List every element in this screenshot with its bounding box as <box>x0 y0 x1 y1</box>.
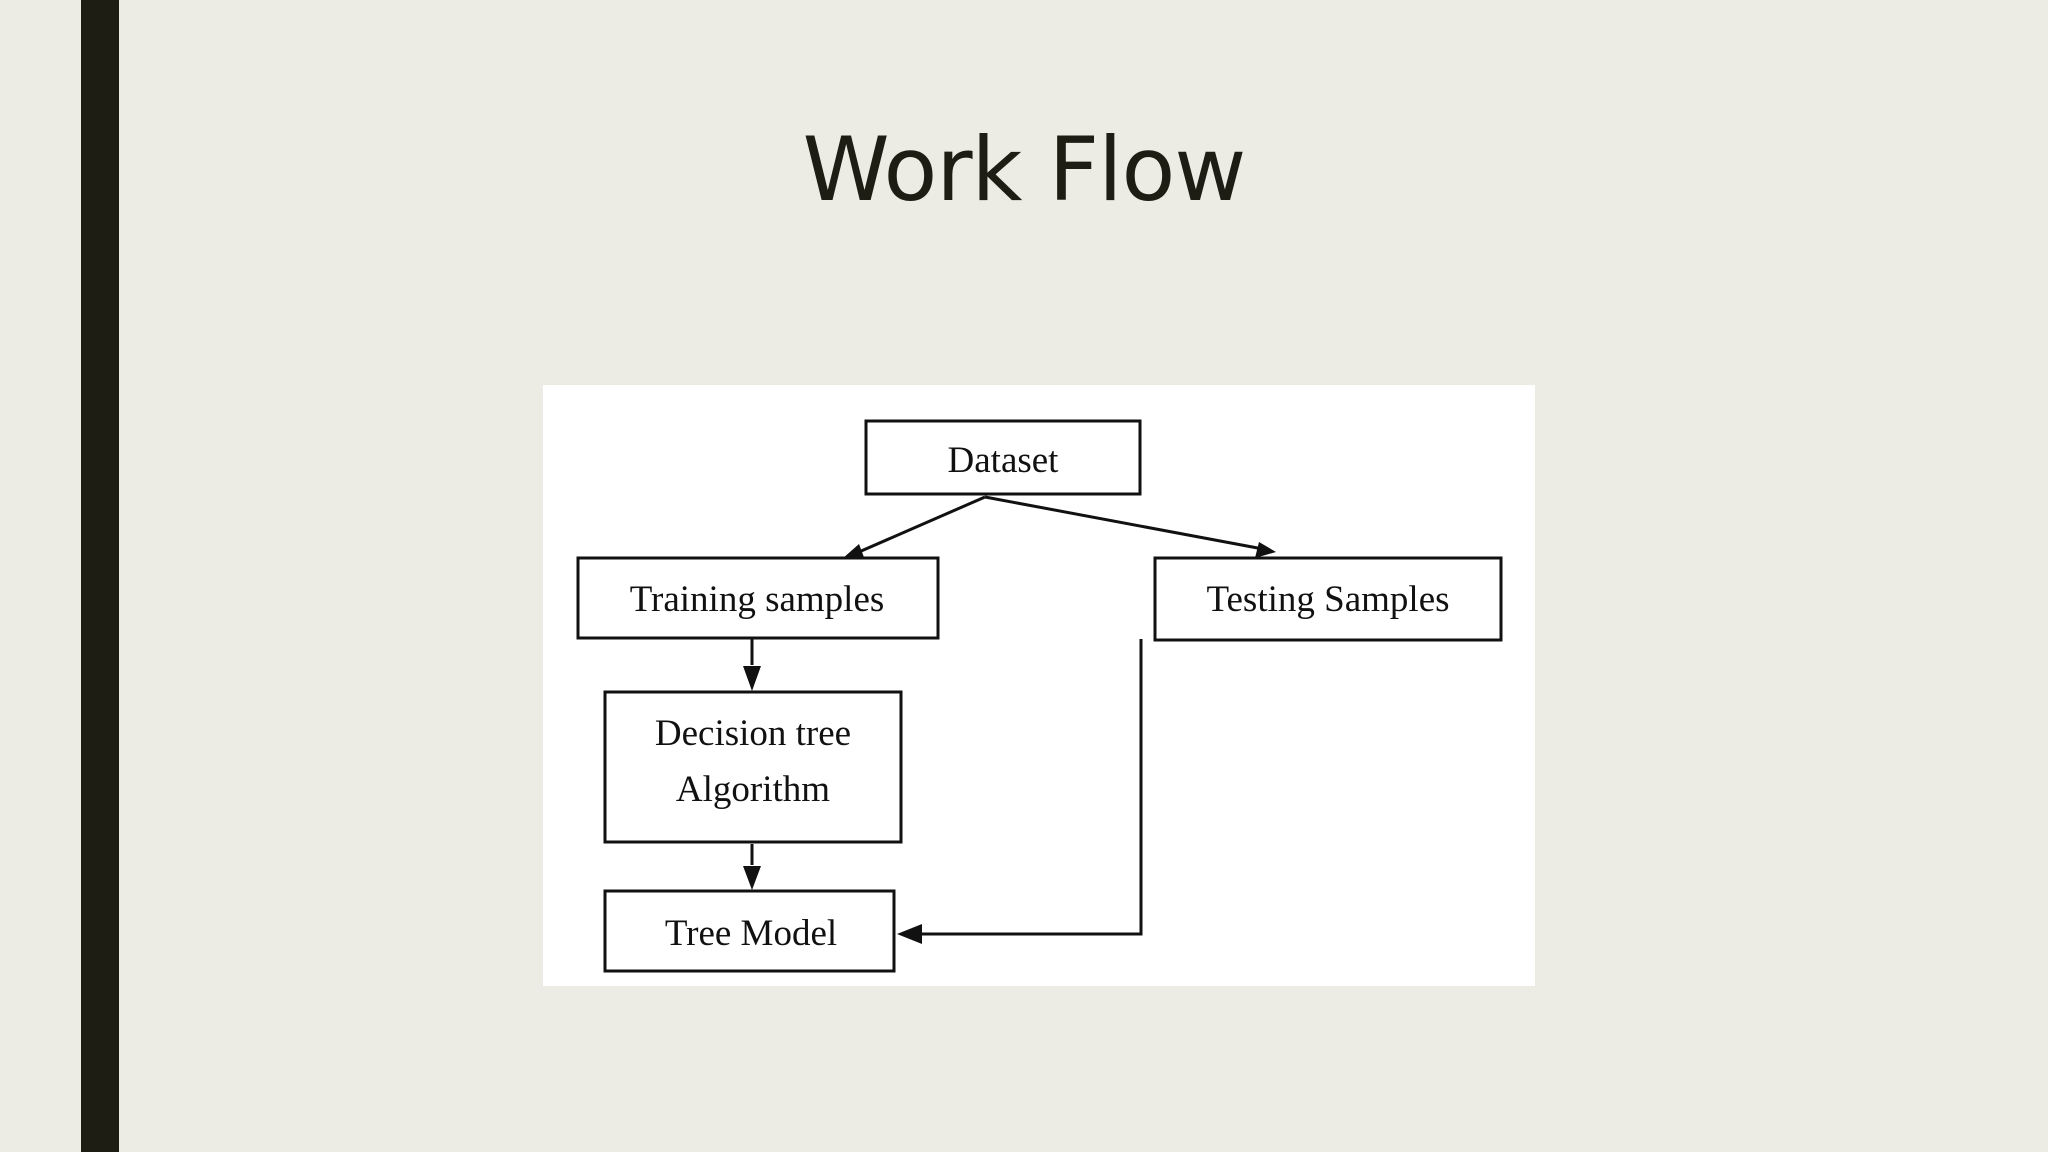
node-dataset-box <box>864 419 1142 496</box>
node-testing-samples: Testing Samples <box>1153 556 1503 642</box>
node-testing-samples-label: Testing Samples <box>1206 579 1449 620</box>
edge-training-to-decision-arrowhead <box>743 666 761 691</box>
node-testing-samples-box <box>1153 556 1503 642</box>
workflow-diagram-svg: Dataset Training samples Testing Samples… <box>576 419 1503 973</box>
edge-dataset-to-testing <box>984 495 1264 551</box>
node-dataset-label: Dataset <box>948 440 1060 481</box>
node-decision-tree-line2: Algorithm <box>676 769 830 810</box>
node-tree-model-label: Tree Model <box>665 913 837 954</box>
node-training-samples: Training samples <box>576 556 940 640</box>
node-training-samples-label: Training samples <box>630 579 885 620</box>
edge-decision-to-model-arrowhead <box>743 866 761 890</box>
node-dataset: Dataset <box>864 419 1142 496</box>
workflow-diagram: Dataset Training samples Testing Samples… <box>543 385 1535 986</box>
node-decision-tree-algorithm-box <box>603 690 903 844</box>
node-tree-model-box <box>603 889 896 973</box>
node-tree-model: Tree Model <box>603 889 896 973</box>
node-decision-tree-line1: Decision tree <box>655 713 851 754</box>
node-training-samples-box <box>576 556 940 640</box>
left-accent-bar <box>81 0 119 1152</box>
diagram-edges <box>743 495 1276 944</box>
edge-dataset-to-training-arrowhead <box>842 544 865 560</box>
edge-testing-to-model-arrowhead <box>897 924 922 944</box>
edge-testing-to-model <box>921 639 1143 936</box>
edge-dataset-to-testing-arrowhead <box>1255 542 1276 558</box>
node-decision-tree-algorithm: Decision tree Algorithm <box>603 690 903 844</box>
slide-title: Work Flow <box>802 118 1247 221</box>
edge-dataset-to-training <box>851 495 986 557</box>
